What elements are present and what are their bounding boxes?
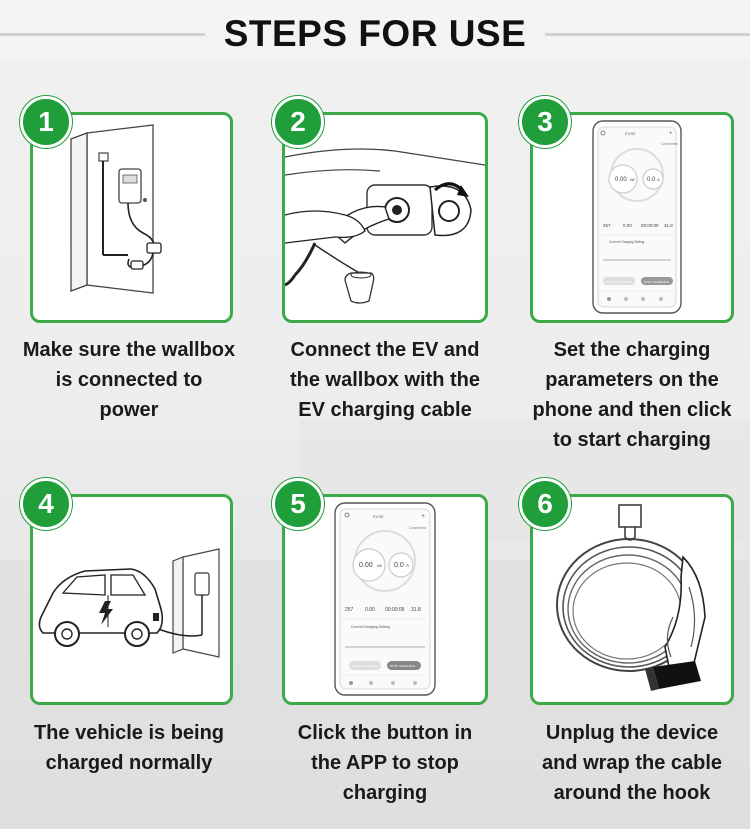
app-time-2: 00:00:09 xyxy=(385,607,405,613)
phone-stop-illustration: EVSE + Connected 0.00 kW 0.0 A 257 0.00 … xyxy=(334,502,436,696)
app-start-label: START CHARGING xyxy=(606,280,633,284)
step-6-caption: Unplug the device and wrap the cable aro… xyxy=(506,718,750,808)
app-stop-label-2: STOP CHARGING xyxy=(390,664,416,668)
step-3-badge: 3 xyxy=(519,96,571,148)
step-1-line-1: Make sure the wallbox xyxy=(22,339,236,361)
step-1-card xyxy=(30,112,233,323)
step-5-badge: 5 xyxy=(272,478,324,530)
step-3-card: EVSE + Connected 0.00 kW 0.0 A 257 0.00 … xyxy=(530,112,734,323)
step-1-line-3: power xyxy=(99,399,159,421)
step-5-card: EVSE + Connected 0.00 kW 0.0 A 257 0.00 … xyxy=(282,494,488,705)
app-power-value-2: 0.00 xyxy=(359,562,373,569)
app-energy-2: 0.00 xyxy=(365,607,375,613)
phone-start-illustration: EVSE + Connected 0.00 kW 0.0 A 257 0.00 … xyxy=(592,120,682,314)
app-current-value: 0.0 xyxy=(647,177,656,183)
wallbox-wall-illustration xyxy=(70,124,162,294)
step-6-line-3: around the hook xyxy=(553,782,711,804)
app-stop-button[interactable] xyxy=(641,277,673,285)
step-5-caption: Click the button in the APP to stop char… xyxy=(258,718,512,808)
step-6-line-2: and wrap the cable xyxy=(541,752,723,774)
step-5-line-3: charging xyxy=(342,782,428,804)
car-charging-illustration xyxy=(38,548,220,658)
step-1-badge: 1 xyxy=(20,96,72,148)
title-line-left xyxy=(0,33,205,36)
app-start-label-2: START CHARGING xyxy=(352,664,379,668)
app-start-button-2[interactable] xyxy=(349,661,381,670)
svg-text:+: + xyxy=(421,513,425,520)
app-energy: 0.00 xyxy=(623,223,632,228)
app-setting-label-2: Current Charging Setting xyxy=(351,625,390,629)
step-3-line-2: parameters on the xyxy=(545,369,719,391)
title-bar: STEPS FOR USE xyxy=(0,12,750,56)
step-3-caption: Set the charging parameters on the phone… xyxy=(506,335,750,455)
app-connected-label: Connected xyxy=(661,142,678,146)
page-title: STEPS FOR USE xyxy=(223,13,527,54)
ev-plug-illustration xyxy=(285,148,485,304)
step-2-badge: 2 xyxy=(272,96,324,148)
step-6-badge: 6 xyxy=(519,478,571,530)
step-1-line-2: is connected to xyxy=(55,369,203,391)
step-4-badge: 4 xyxy=(20,478,72,530)
app-start-button[interactable] xyxy=(603,277,635,285)
step-1-caption: Make sure the wallbox is connected to po… xyxy=(0,335,258,425)
step-6-line-1: Unplug the device xyxy=(545,722,719,744)
step-4-line-1: The vehicle is being xyxy=(33,722,225,744)
step-2-caption: Connect the EV and the wallbox with the … xyxy=(258,335,512,425)
app-current-unit: A xyxy=(657,177,660,182)
app-temp-2: 31.8 xyxy=(411,607,421,613)
app-current-unit-2: A xyxy=(406,563,409,568)
step-3-line-3: phone and then click xyxy=(532,399,732,421)
app-power-unit: kW xyxy=(630,178,635,182)
app-connected-label-2: Connected xyxy=(409,526,426,530)
app-power-unit-2: kW xyxy=(377,564,383,568)
step-4-card xyxy=(30,494,233,705)
step-5-line-1: Click the button in xyxy=(297,722,473,744)
step-2-line-3: EV charging cable xyxy=(298,399,472,421)
step-3-line-1: Set the charging xyxy=(553,339,711,361)
step-2-line-2: the wallbox with the xyxy=(289,369,480,391)
step-6-card xyxy=(530,494,734,705)
app-time: 00:00:09 xyxy=(641,223,659,228)
step-2-card xyxy=(282,112,488,323)
app-power-value: 0.00 xyxy=(615,177,627,183)
step-4-caption: The vehicle is being charged normally xyxy=(0,718,258,778)
step-3-line-4: to start charging xyxy=(553,429,711,451)
app-stop-button-2[interactable] xyxy=(387,661,421,670)
app-voltage: 257 xyxy=(603,223,611,228)
title-line-right xyxy=(545,33,750,36)
app-temp: 31.8 xyxy=(664,223,673,228)
svg-text:EVSE: EVSE xyxy=(373,514,384,519)
svg-text:+: + xyxy=(669,131,673,137)
app-current-value-2: 0.0 xyxy=(394,562,404,569)
step-5-line-2: the APP to stop xyxy=(311,752,459,774)
app-voltage-2: 257 xyxy=(345,607,354,613)
step-2-line-1: Connect the EV and xyxy=(290,339,480,361)
cable-hook-illustration xyxy=(556,504,706,691)
app-stop-label: STOP CHARGING xyxy=(644,280,670,284)
app-setting-label: Current Charging Setting xyxy=(609,240,644,244)
svg-text:EVSE: EVSE xyxy=(625,131,636,136)
step-4-line-2: charged normally xyxy=(45,752,213,774)
